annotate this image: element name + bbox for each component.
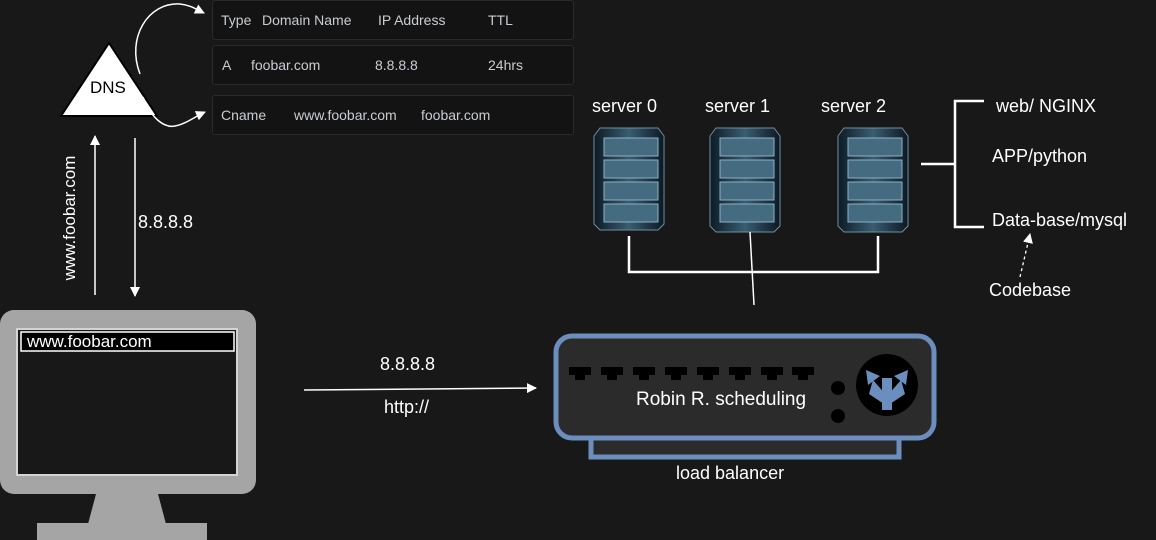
- stack-bracket-line: [921, 99, 984, 229]
- dns-triangle-icon: [59, 41, 159, 117]
- server-0-icon: [593, 127, 665, 231]
- server-bracket-line: [627, 236, 880, 274]
- dns-record-ttl: 24hrs: [488, 57, 524, 73]
- server-0-label: server 0: [592, 96, 658, 116]
- http-ip-label: 8.8.8.8: [380, 354, 436, 374]
- dns-to-cname-arrow: [142, 96, 206, 128]
- dns-record-domain: www.foobar.com: [294, 107, 397, 123]
- codebase-label: Codebase: [989, 280, 1072, 300]
- http-protocol-label: http://: [384, 397, 430, 417]
- dns-record-type: Cname: [221, 107, 267, 123]
- dns-header-ttl: TTL: [488, 12, 513, 28]
- dns-header-type: Type: [221, 12, 252, 28]
- url-bar-text: www.foobar.com: [27, 332, 152, 351]
- server1-to-lb-line: [749, 231, 755, 306]
- client-to-lb-arrow: [303, 383, 537, 394]
- url-bar-frame: [20, 331, 235, 352]
- dns-header-ip: IP Address: [378, 12, 446, 28]
- server-2-icon: [837, 127, 909, 233]
- dns-record-cname: Cname www.foobar.com foobar.com: [212, 95, 574, 135]
- stack-app-label: APP/python: [992, 146, 1088, 166]
- server-1-label: server 1: [705, 96, 771, 116]
- server-2-label: server 2: [821, 96, 887, 116]
- dns-record-ip: 8.8.8.8: [375, 57, 418, 73]
- dns-to-header-arrow: [135, 3, 205, 75]
- server-1-icon: [709, 127, 781, 233]
- dns-record-a: A foobar.com 8.8.8.8 24hrs: [212, 45, 574, 85]
- dns-table-header: Type Domain Name IP Address TTL: [212, 0, 574, 40]
- lb-scheduling-label: Robin R. scheduling: [636, 389, 807, 410]
- client-monitor-icon: [0, 310, 256, 540]
- dns-record-type: A: [222, 57, 232, 73]
- stack-web-label: web/ NGINX: [996, 96, 1097, 116]
- codebase-dashed-arrow: [1019, 233, 1033, 278]
- dns-label: DNS: [90, 78, 126, 97]
- lb-caption-label: load balancer: [676, 463, 785, 483]
- dns-header-domain: Domain Name: [262, 12, 352, 28]
- dns-record-target: foobar.com: [421, 107, 491, 123]
- load-balancer-icon: [553, 333, 937, 460]
- dns-response-label: 8.8.8.8: [138, 212, 194, 232]
- stack-db-label: Data-base/mysql: [992, 210, 1128, 230]
- client-request-label: www.foobar.com: [60, 155, 79, 281]
- dns-record-domain: foobar.com: [251, 57, 321, 73]
